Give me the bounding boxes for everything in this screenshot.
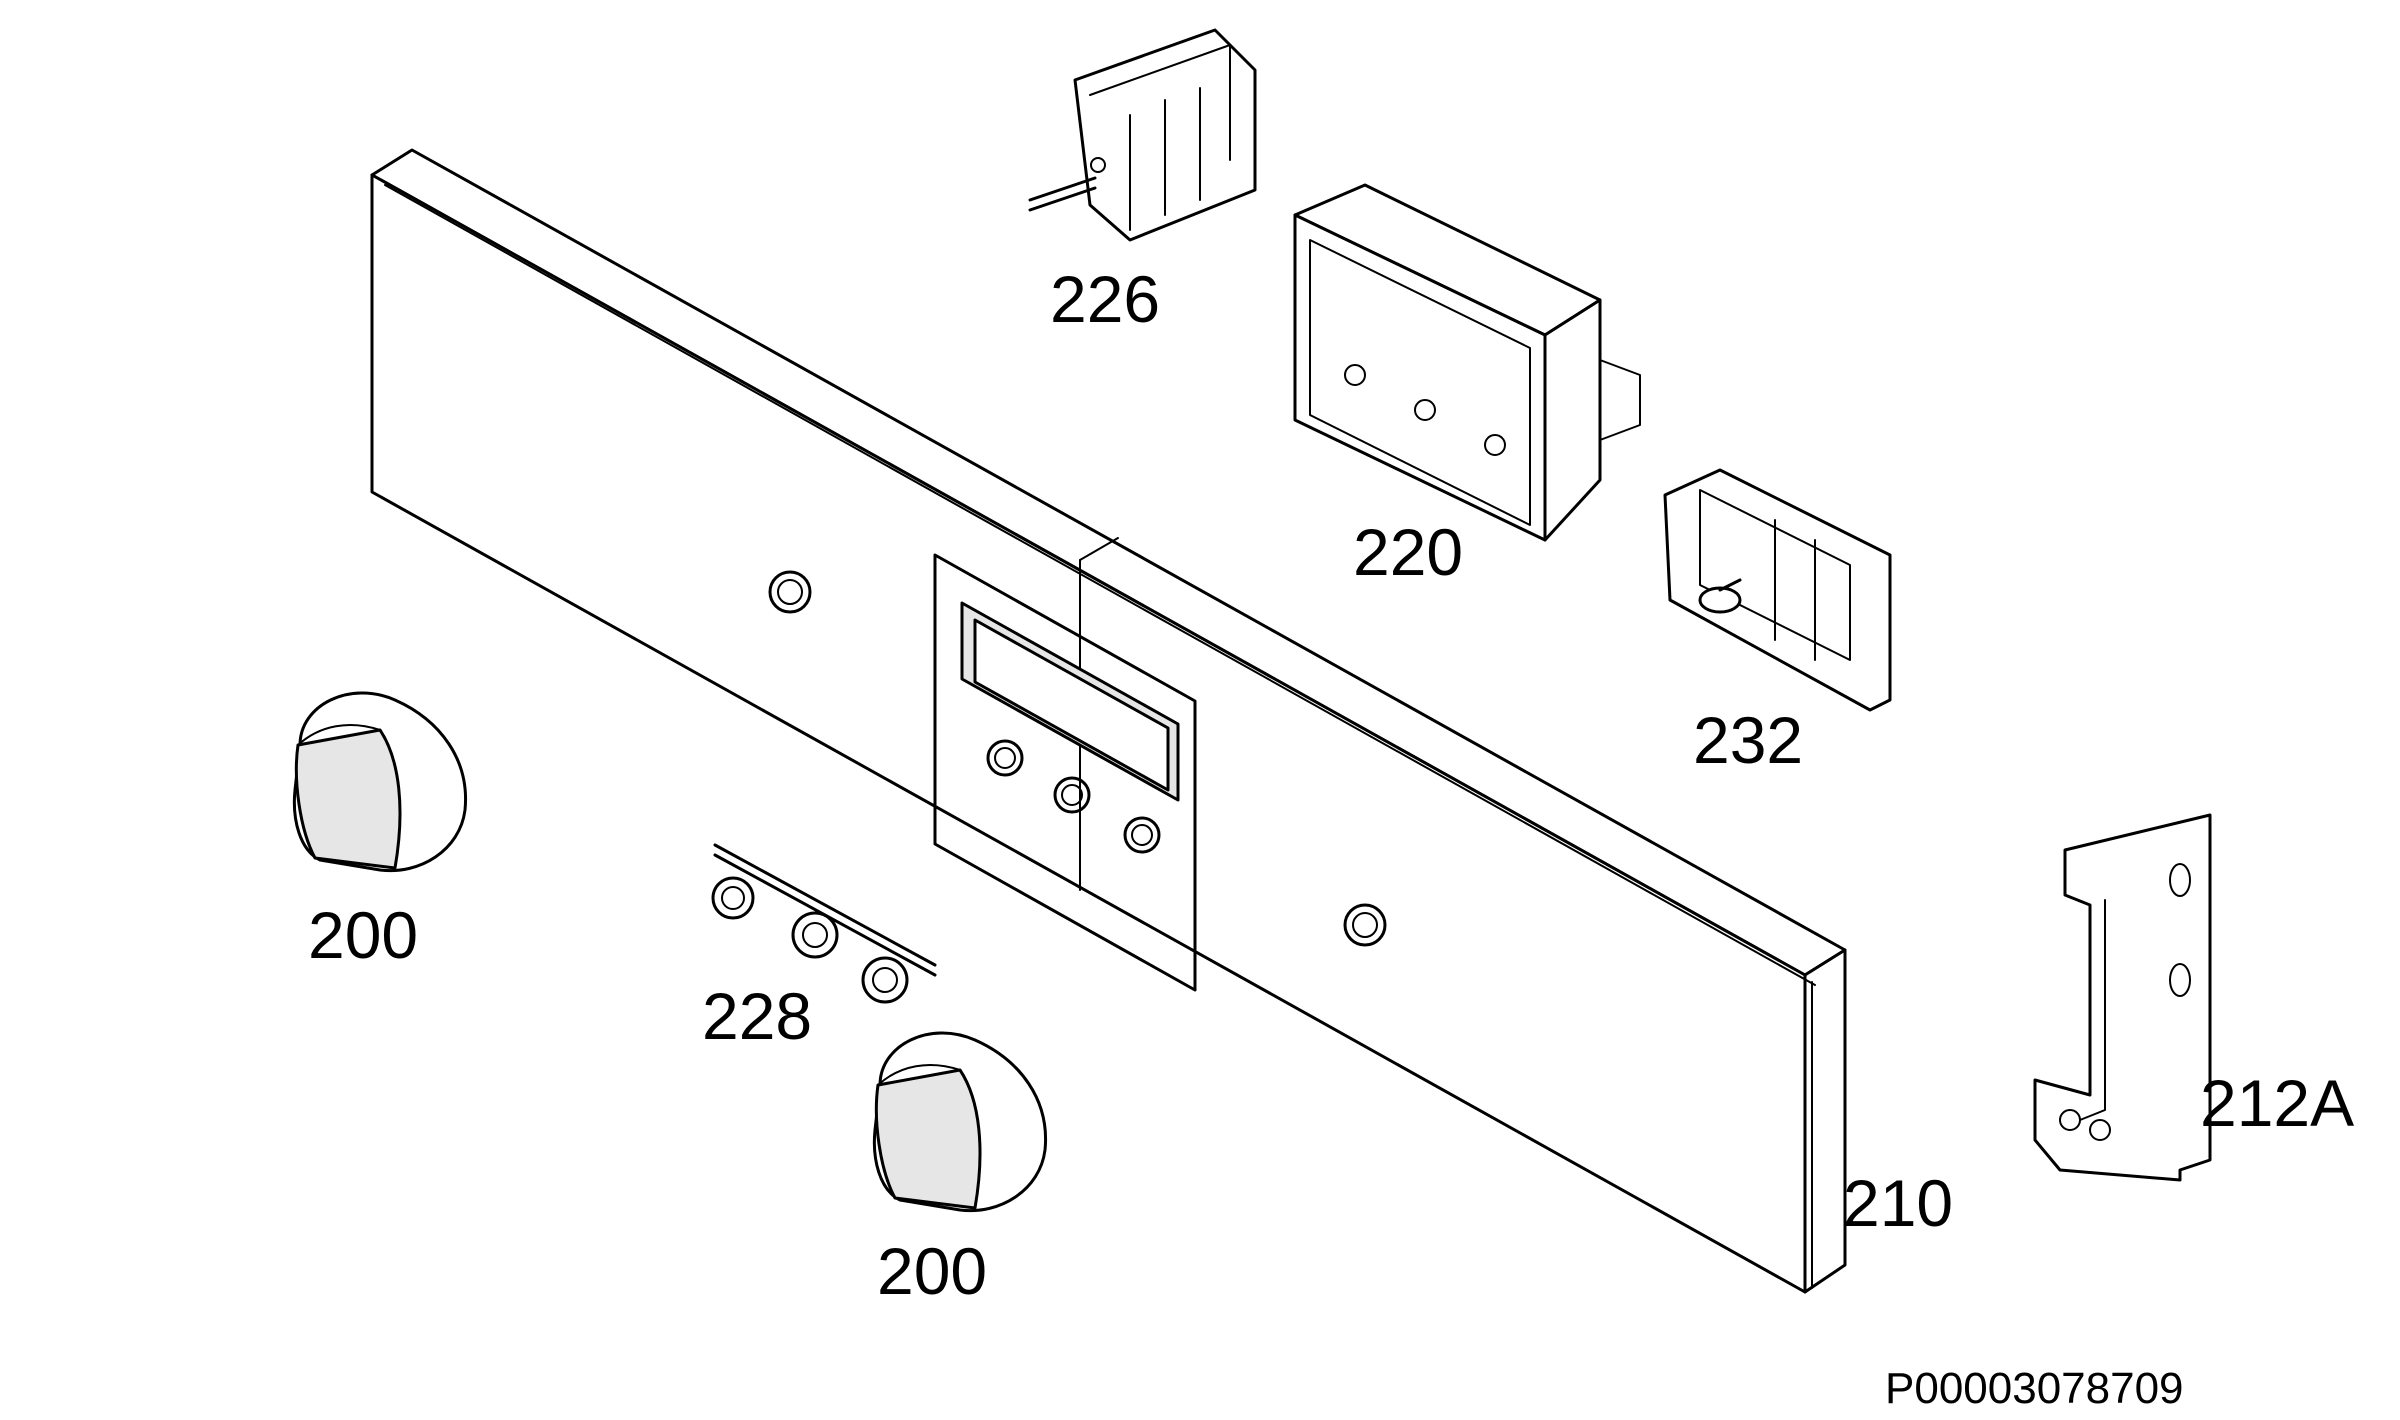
part-label-232: 232: [1693, 703, 1804, 777]
mounting-bracket-drawing: [2033, 813, 2212, 1182]
part-label-210: 210: [1843, 1166, 1954, 1240]
part-label-212A: 212A: [2200, 1066, 2355, 1140]
part-label-200-bottom: 200: [877, 1234, 988, 1308]
push-button-set-drawing: [711, 843, 937, 1004]
part-label-200-left: 200: [308, 898, 419, 972]
control-panel-drawing: [370, 148, 1847, 1294]
timer-module-drawing: [1293, 183, 1641, 542]
document-id: P00003078709: [1885, 1364, 2184, 1413]
thermostat-drawing: [1663, 468, 1892, 712]
knob-drawing-left: [292, 691, 468, 873]
part-label-220: 220: [1353, 515, 1464, 589]
knob-drawing-bottom: [872, 1031, 1048, 1213]
part-label-226: 226: [1050, 262, 1161, 336]
part-label-228: 228: [702, 979, 813, 1053]
rotary-switch-drawing: [1028, 28, 1257, 242]
